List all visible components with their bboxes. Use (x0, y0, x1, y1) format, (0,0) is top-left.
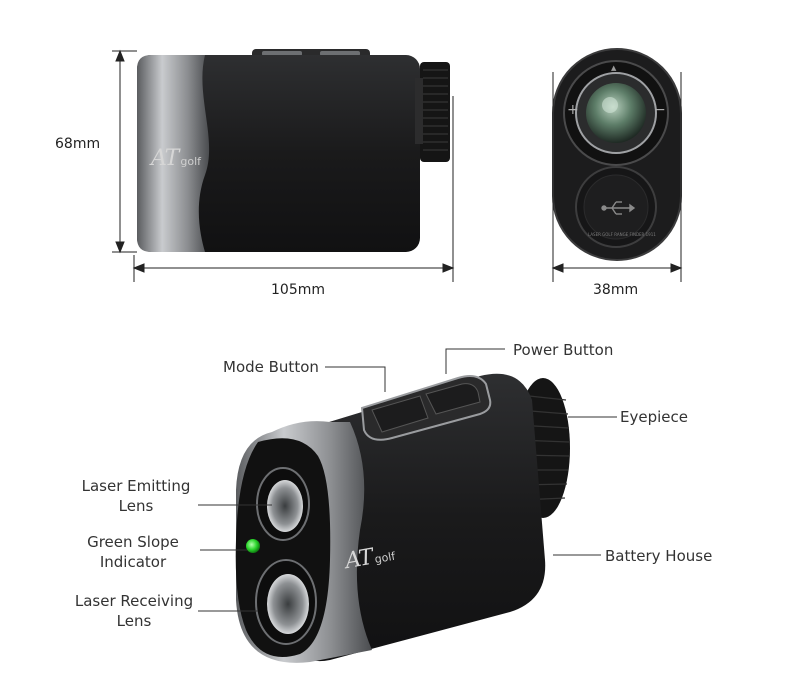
perspective-logo-golf: golf (373, 549, 397, 567)
back-dimension-lines (551, 72, 683, 282)
laser-emitting-line1: Laser Emitting (81, 477, 191, 495)
side-logo: AT golf (151, 146, 201, 171)
battery-house-label: Battery House (605, 547, 713, 565)
eyepiece-label: Eyepiece (620, 408, 688, 426)
side-dimension-lines (112, 49, 455, 282)
power-button-label: Power Button (513, 341, 614, 359)
back-view (552, 48, 682, 261)
side-eyepiece (420, 62, 450, 162)
eyepiece-minus-symbol: − (654, 102, 666, 118)
side-view (137, 49, 450, 252)
side-body (137, 55, 420, 252)
green-slope-line2: Indicator (99, 553, 167, 571)
perspective-view (235, 373, 570, 663)
callout-lines (198, 348, 617, 612)
laser-emitting-line2: Lens (118, 497, 154, 515)
side-logo-golf: golf (180, 155, 202, 168)
usb-icon (601, 201, 636, 215)
mode-button-shape (371, 395, 429, 433)
laser-emitting-lens (267, 480, 303, 532)
eyepiece-lens (586, 83, 646, 143)
power-button-shape (425, 383, 481, 415)
laser-emitting-label: Laser Emitting Lens (66, 476, 206, 516)
eyepiece-top-symbol: ▲ (611, 64, 617, 72)
green-slope-indicator (246, 539, 260, 553)
side-silver-ring (137, 55, 210, 252)
green-slope-label: Green Slope Indicator (63, 532, 203, 572)
perspective-logo-at: AT (343, 544, 375, 575)
laser-receiving-line2: Lens (116, 612, 152, 630)
laser-receiving-label: Laser Receiving Lens (64, 591, 204, 631)
eyepiece-plus-symbol: + (567, 102, 579, 118)
length-dimension: 105mm (271, 282, 325, 298)
green-slope-line1: Green Slope (87, 533, 179, 551)
height-dimension: 68mm (55, 136, 101, 152)
mode-button-label: Mode Button (223, 358, 319, 376)
side-logo-at: AT (151, 146, 179, 171)
laser-receiving-line1: Laser Receiving (74, 592, 194, 610)
battery-cap-text: LASER GOLF RANGE FINDER 1911 (588, 232, 656, 237)
laser-receiving-lens (267, 574, 309, 634)
width-dimension: 38mm (593, 282, 639, 298)
